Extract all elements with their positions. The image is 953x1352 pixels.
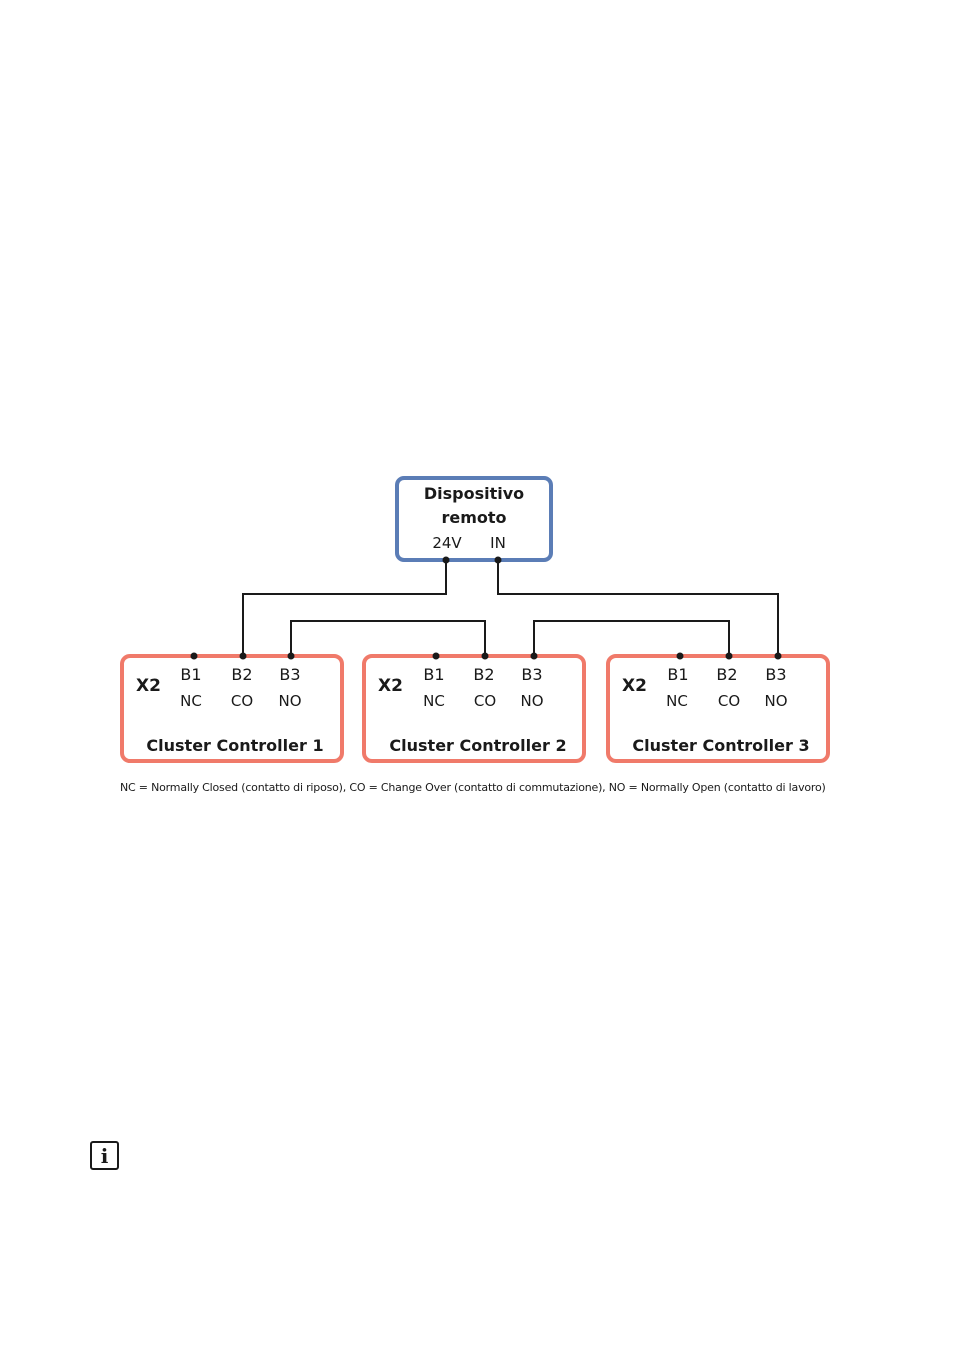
contact-nc: NC <box>423 692 445 710</box>
contact-co: CO <box>231 692 253 710</box>
controller-box <box>606 654 830 763</box>
connector-label: X2 <box>378 676 403 696</box>
wires <box>242 560 779 656</box>
contact-co: CO <box>718 692 740 710</box>
controller-box <box>362 654 586 763</box>
terminal-b2: B2 <box>716 665 737 684</box>
connector-label: X2 <box>622 676 647 696</box>
remote-terminal-24v: 24V <box>432 534 462 552</box>
terminal-dot-b1 <box>432 652 440 660</box>
controller-box <box>120 654 344 763</box>
controller-name: Cluster Controller 1 <box>146 736 323 755</box>
terminal-b1: B1 <box>667 665 688 684</box>
terminal-dot-b2 <box>481 652 489 660</box>
terminal-b1: B1 <box>180 665 201 684</box>
controller-name: Cluster Controller 3 <box>632 736 809 755</box>
remote-device-title-line1: Dispositivo <box>424 484 524 503</box>
wire-cc1-b3-to-cc2-b2 <box>290 620 486 656</box>
legend-caption: NC = Normally Closed (contatto di riposo… <box>120 781 826 794</box>
contact-co: CO <box>474 692 496 710</box>
cluster-controller-1: X2 B1 B2 B3 NC CO NO Cluster Controller … <box>120 652 344 763</box>
terminal-dot-b3 <box>530 652 538 660</box>
terminal-dot-b3 <box>287 652 295 660</box>
wire-cc2-b3-to-cc3-b2 <box>533 620 730 656</box>
info-icon: i <box>90 1141 119 1170</box>
cluster-controller-3: X2 B1 B2 B3 NC CO NO Cluster Controller … <box>606 652 830 763</box>
terminal-b1: B1 <box>423 665 444 684</box>
connector-label: X2 <box>136 676 161 696</box>
terminal-b3: B3 <box>521 665 542 684</box>
remote-device-box <box>395 476 553 562</box>
remote-terminal-in: IN <box>490 534 506 552</box>
terminal-dot-b3 <box>774 652 782 660</box>
terminal-b2: B2 <box>231 665 252 684</box>
contact-nc: NC <box>666 692 688 710</box>
remote-device-title-line2: remoto <box>441 508 506 527</box>
contact-no: NO <box>520 692 543 710</box>
wire-24v-to-cc1-b2 <box>242 560 447 656</box>
terminal-dot-in <box>494 556 502 564</box>
terminal-dot-b2 <box>725 652 733 660</box>
wire-in-to-cc3-b3 <box>497 560 779 656</box>
terminal-b3: B3 <box>279 665 300 684</box>
contact-nc: NC <box>180 692 202 710</box>
terminal-b3: B3 <box>765 665 786 684</box>
controller-name: Cluster Controller 2 <box>389 736 566 755</box>
terminal-b2: B2 <box>473 665 494 684</box>
contact-no: NO <box>764 692 787 710</box>
contact-no: NO <box>278 692 301 710</box>
cluster-controller-2: X2 B1 B2 B3 NC CO NO Cluster Controller … <box>362 652 586 763</box>
terminal-dot-b2 <box>239 652 247 660</box>
terminal-dot-b1 <box>190 652 198 660</box>
terminal-dot-24v <box>442 556 450 564</box>
terminal-dot-b1 <box>676 652 684 660</box>
